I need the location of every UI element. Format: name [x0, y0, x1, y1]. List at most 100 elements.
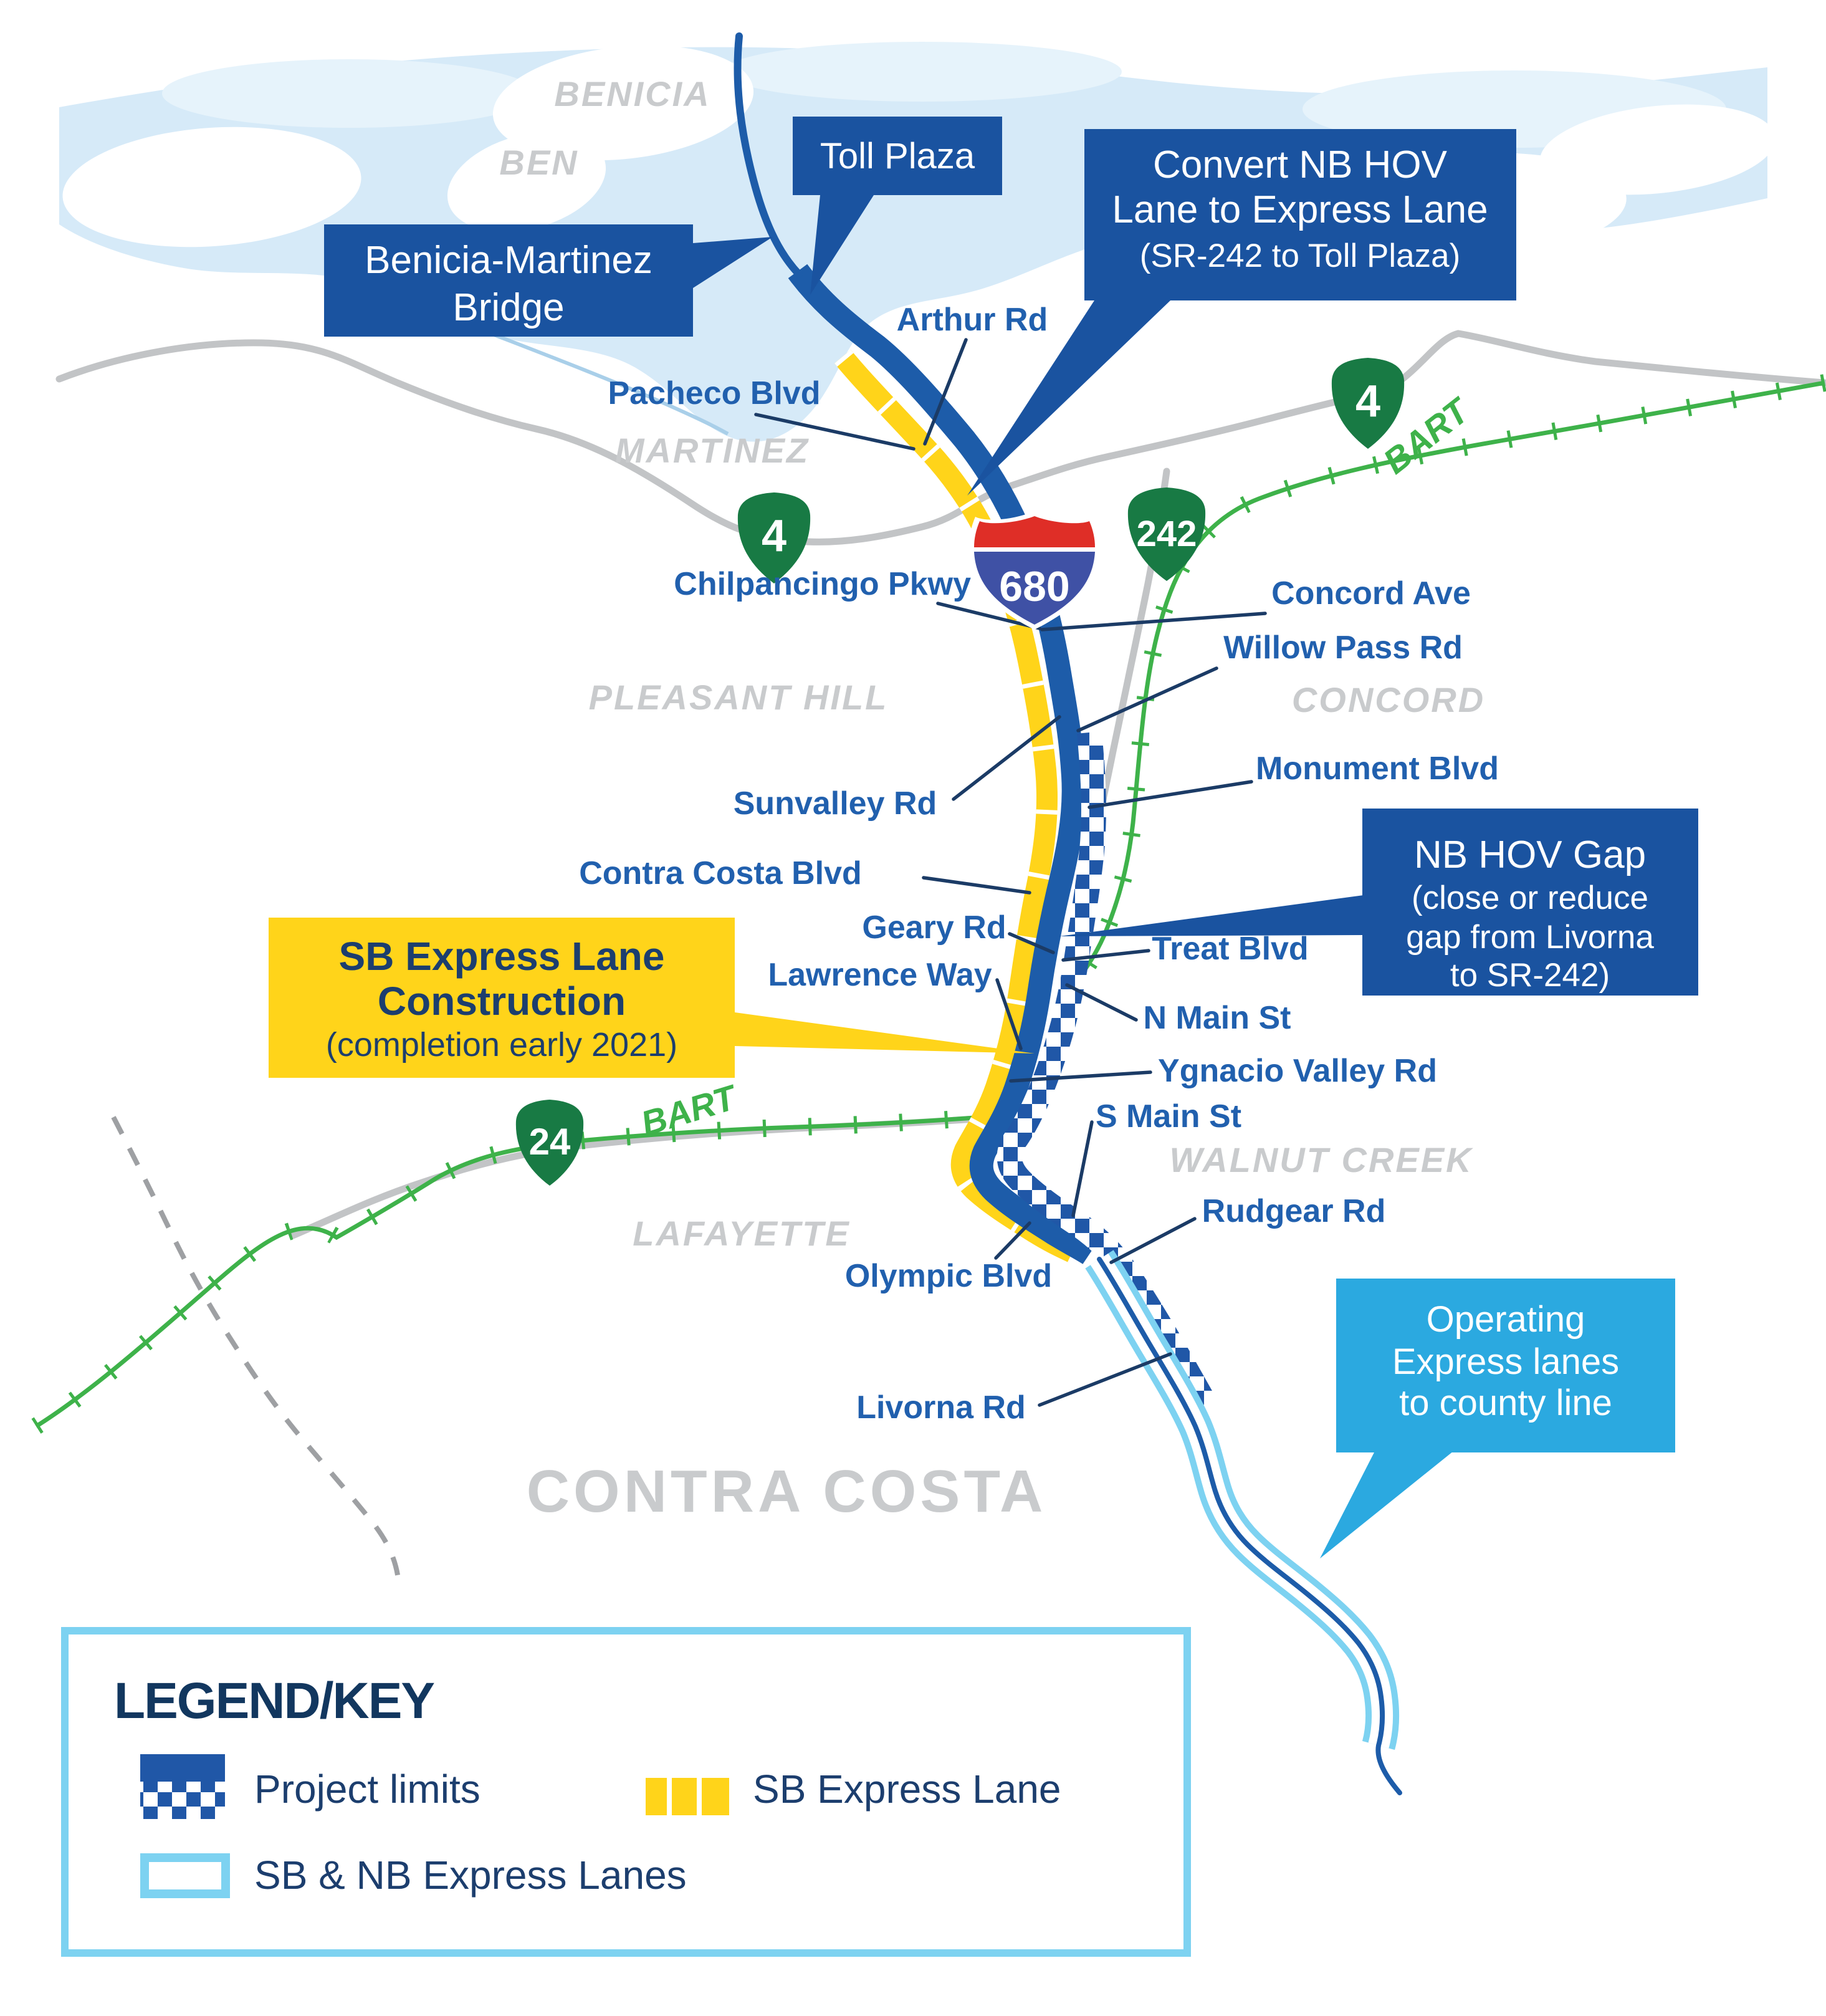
i680-highway-band	[788, 264, 1096, 1264]
convert-text-line2: Lane to Express Lane	[1112, 188, 1488, 231]
operating-text-line1: Operating	[1427, 1299, 1585, 1340]
operating-pointer	[1320, 1451, 1453, 1558]
operating-text-line2: Express lanes	[1392, 1342, 1619, 1382]
leader-sunvalley	[952, 715, 1061, 801]
legend-item-project-limits: Project limits	[140, 1754, 480, 1819]
shield-i680: 680	[968, 511, 1101, 630]
water-highlight	[723, 42, 1122, 102]
county-line-dashed	[111, 1116, 401, 1584]
convert-text-line3: (SR-242 to Toll Plaza)	[1140, 238, 1461, 274]
callout-operating-lanes: Operating Express lanes to county line	[1320, 1279, 1675, 1558]
road-label-contra-costa-blvd: Contra Costa Blvd	[579, 855, 862, 891]
bart-west-line	[35, 1113, 1001, 1428]
city-label-pleasant-hill: PLEASANT HILL	[589, 678, 889, 717]
sb-construction-box	[269, 918, 735, 1078]
nb-hov-gap-text-line1: NB HOV Gap	[1414, 833, 1646, 876]
sr24-shield-shape	[515, 1100, 584, 1186]
callout-toll-plaza: Toll Plaza	[793, 117, 1002, 295]
operating-lanes-centerline	[1097, 1257, 1402, 1795]
road-label-olympic: Olympic Blvd	[845, 1258, 1052, 1294]
leader-monument	[1087, 780, 1253, 809]
callout-nb-hov-gap: NB HOV Gap (close or reduce gap from Liv…	[1059, 809, 1698, 996]
nb-hov-gap-text-line2: (close or reduce	[1412, 880, 1648, 916]
city-label-benicia: BENICIA	[554, 74, 710, 113]
legend: LEGEND/KEY Project limits SB Express Lan…	[61, 1627, 1191, 1957]
project-limits-band	[997, 731, 1217, 1411]
sb-express-lane-ticks	[834, 350, 1078, 1263]
callout-convert-nb-hov: Convert NB HOV Lane to Express Lane (SR-…	[967, 129, 1516, 496]
toll-plaza-pointer	[810, 195, 874, 295]
road-label-livorna: Livorna Rd	[856, 1390, 1026, 1426]
convert-box	[1084, 129, 1516, 300]
sb-construction-pointer	[735, 1012, 1035, 1054]
legend-label-sb-nb-express: SB & NB Express Lanes	[254, 1853, 687, 1898]
bridge-text-line2: Bridge	[452, 286, 564, 329]
shield-sr242: 242	[1127, 487, 1206, 581]
callout-sb-construction: SB Express Lane Construction (completion…	[269, 918, 1035, 1078]
road-label-willow-pass: Willow Pass Rd	[1223, 630, 1463, 666]
water-highlight	[162, 59, 536, 128]
leader-contra-costa-blvd	[922, 876, 1031, 895]
operating-text-line3: to county line	[1399, 1383, 1612, 1423]
road-label-concord-ave: Concord Ave	[1271, 575, 1471, 612]
sb-nb-express-swatch	[140, 1853, 230, 1898]
city-label-walnut-creek: WALNUT CREEK	[1169, 1140, 1473, 1179]
city-label-martinez: MARTINEZ	[615, 431, 810, 470]
sr4-west-shield-number: 4	[762, 511, 786, 561]
land-blob	[1539, 104, 1776, 195]
benicia-martinez-bridge-line	[734, 32, 803, 278]
project-limits-swatch-top	[140, 1754, 225, 1782]
bridge-box	[324, 224, 693, 337]
leader-olympic	[994, 1221, 1031, 1260]
leader-n-main	[1065, 983, 1138, 1022]
legend-title: LEGEND/KEY	[114, 1673, 434, 1729]
shield-sr24: 24	[515, 1100, 584, 1186]
toll-plaza-text: Toll Plaza	[820, 136, 975, 176]
leader-arthur	[923, 338, 968, 446]
convert-text-line1: Convert NB HOV	[1153, 143, 1448, 186]
city-label-contra-costa: CONTRA COSTA	[527, 1458, 1047, 1525]
leader-treat	[1061, 949, 1150, 962]
sb-construction-text-line2: Construction	[378, 979, 626, 1024]
sr242-shield-shape	[1127, 487, 1206, 581]
leader-rudgear	[1109, 1217, 1197, 1264]
sb-express-swatch	[646, 1778, 729, 1815]
legend-label-project-limits: Project limits	[254, 1767, 480, 1812]
sr4-east-shield-shape	[1331, 358, 1405, 449]
land-blob	[447, 132, 606, 232]
sr4-west-shield-shape	[737, 492, 811, 583]
leader-pacheco	[754, 413, 915, 451]
land-blob	[492, 45, 754, 161]
bridge-text-line1: Benicia-Martinez	[365, 239, 652, 282]
legend-label-sb-express: SB Express Lane	[753, 1767, 1061, 1812]
sb-express-swatch-tick	[697, 1778, 702, 1815]
road-label-chilpancingo: Chilpancingo Pkwy	[674, 566, 971, 602]
leader-willow-pass	[1076, 666, 1218, 732]
shield-sr4-west: 4	[737, 492, 811, 583]
road-label-geary: Geary Rd	[862, 910, 1006, 946]
sb-construction-text-line1: SB Express Lane	[339, 934, 665, 979]
nb-hov-gap-text-line3: gap from Livorna	[1406, 919, 1654, 956]
leader-chilpancingo	[936, 602, 1041, 630]
legend-item-sb-nb-express: SB & NB Express Lanes	[140, 1853, 687, 1898]
nb-hov-gap-text-line4: to SR-242)	[1450, 957, 1610, 994]
highway4-road	[55, 330, 1826, 545]
leader-ygnacio	[1009, 1070, 1152, 1083]
road-label-lawrence: Lawrence Way	[768, 957, 992, 993]
leader-geary	[1008, 932, 1055, 954]
land-blob	[62, 127, 361, 247]
city-label-lafayette: LAFAYETTE	[633, 1214, 851, 1253]
nb-hov-gap-box	[1362, 809, 1698, 996]
leader-concord-ave	[1040, 612, 1267, 631]
nb-hov-gap-pointer	[1059, 895, 1364, 936]
road-label-treat: Treat Blvd	[1152, 931, 1308, 967]
road-label-pacheco: Pacheco Blvd	[608, 375, 820, 411]
sr24-shield-number: 24	[529, 1121, 571, 1163]
leader-lawrence	[995, 978, 1023, 1050]
legend-frame	[61, 1627, 1191, 1957]
road-label-rudgear: Rudgear Rd	[1202, 1193, 1386, 1229]
legend-item-sb-express-lane: SB Express Lane	[646, 1767, 1061, 1815]
road-label-sunvalley: Sunvalley Rd	[734, 785, 937, 822]
